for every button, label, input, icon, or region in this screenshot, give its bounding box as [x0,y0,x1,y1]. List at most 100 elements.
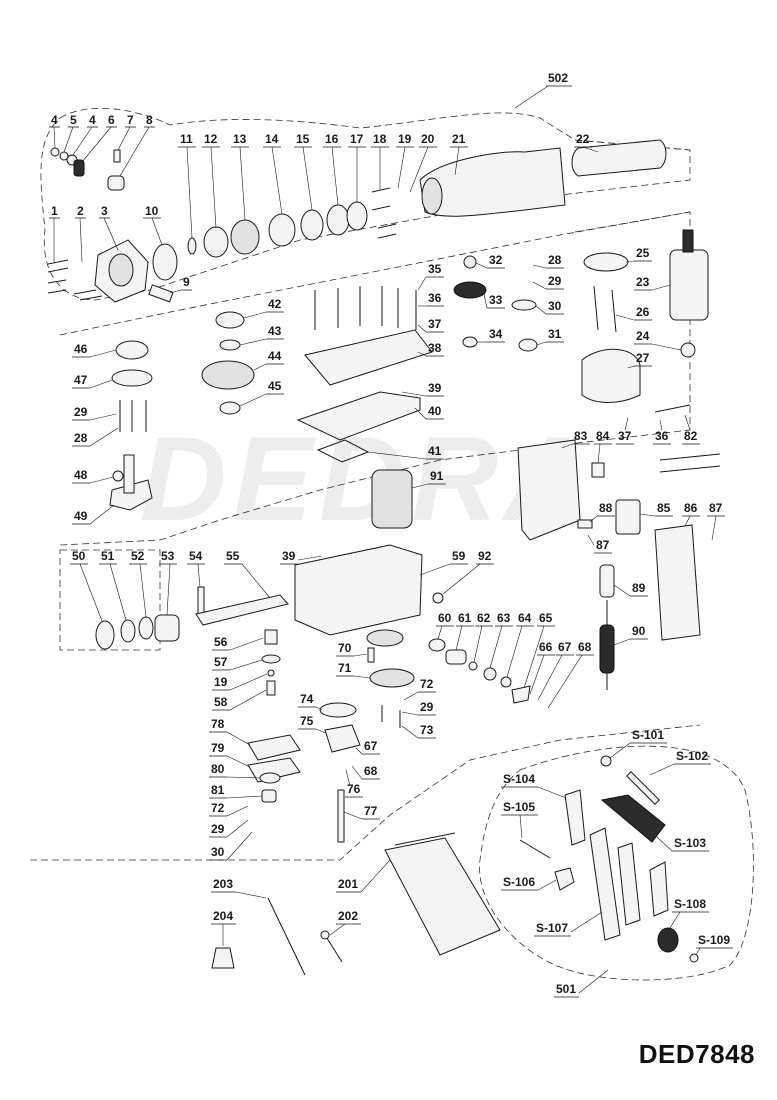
label-88: 88 [589,501,615,523]
clamp-part-75 [324,724,361,753]
svg-text:78: 78 [211,717,225,731]
svg-text:31: 31 [548,327,562,341]
svg-text:10: 10 [145,204,159,218]
svg-text:87: 87 [596,538,610,552]
label-37a: 37 [417,317,444,333]
label-77: 77 [343,804,380,820]
svg-text:28: 28 [74,431,88,445]
screws-part-28 [119,400,147,432]
svg-text:7: 7 [127,113,134,127]
label-29c: 29 [401,700,436,716]
plate-part-78 [247,734,301,761]
svg-text:S-109: S-109 [698,933,730,947]
nut-part-S109 [689,953,699,963]
pin-part-77 [337,789,345,843]
svg-text:55: 55 [226,549,240,563]
svg-text:65: 65 [539,611,553,625]
label-S109: S-109 [695,933,733,956]
svg-text:3: 3 [101,204,108,218]
svg-text:204: 204 [213,909,233,923]
grease-part-204 [211,947,235,969]
pin-part-7 [113,149,121,163]
label-1: 1 [49,204,60,262]
svg-text:13: 13 [233,132,247,146]
svg-text:64: 64 [518,611,532,625]
label-50: 50 [70,549,103,622]
svg-text:36: 36 [655,429,669,443]
label-14: 14 [263,132,283,215]
label-86: 86 [682,501,700,527]
bushing-part-81 [261,789,277,803]
svg-text:37: 37 [618,429,632,443]
part-65 [511,685,531,704]
screw-part-26a [593,285,599,331]
label-202: 202 [329,909,361,936]
label-84: 84 [594,429,612,464]
svg-text:22: 22 [576,132,590,146]
handle-half-part-86 [654,524,701,641]
svg-text:16: 16 [325,132,339,146]
svg-text:502: 502 [548,71,568,85]
label-59: 59 [419,549,468,576]
cable-sleeve-part-89 [599,564,615,598]
svg-text:52: 52 [131,549,145,563]
bearing-part-31 [518,338,538,352]
svg-text:1: 1 [51,204,58,218]
label-19a: 19 [396,132,414,189]
label-67a: 67 [537,640,574,701]
gear-part-33 [453,281,487,299]
cover-part-38 [304,329,433,386]
label-6: 6 [81,113,117,163]
svg-text:66: 66 [539,640,553,654]
svg-text:90: 90 [632,624,646,638]
svg-text:32: 32 [489,253,503,267]
label-90: 90 [613,624,648,646]
label-28b: 28 [72,427,119,447]
clamp-part-88 [577,519,593,529]
label-16: 16 [323,132,341,206]
capacitor-part-84 [591,462,605,478]
key-head [320,930,330,940]
switch-part-85 [615,499,641,535]
arm-part-S107b [617,842,641,926]
bolt-part-S105 [519,839,551,859]
svg-text:27: 27 [636,351,650,365]
label-S108: S-108 [669,897,709,929]
label-60: 60 [436,611,454,640]
svg-text:34: 34 [489,327,503,341]
label-31: 31 [536,327,564,346]
label-63: 63 [489,611,513,669]
plug-part-92 [432,592,444,604]
svg-text:83: 83 [574,429,588,443]
label-68a: 68 [547,640,594,709]
svg-text:S-102: S-102 [676,749,708,763]
svg-text:89: 89 [632,581,646,595]
screws-part-35 [314,286,417,330]
label-32: 32 [475,253,505,269]
label-55: 55 [224,549,271,599]
label-12: 12 [202,132,220,229]
label-28a: 28 [532,253,564,269]
label-39b: 39 [280,549,323,565]
ring-part-60 [428,638,446,652]
svg-text:29: 29 [420,700,434,714]
label-201: 201 [336,859,391,893]
svg-text:57: 57 [214,655,228,669]
svg-text:63: 63 [497,611,511,625]
label-81: 81 [209,783,263,799]
screw-part-70 [367,647,375,663]
svg-text:26: 26 [636,305,650,319]
svg-text:17: 17 [350,132,364,146]
bushing-part-12 [203,226,229,258]
housing-part-21 [419,147,566,217]
label-25: 25 [625,246,652,263]
screws-part-82 [654,404,721,473]
part-64 [500,676,512,688]
svg-text:73: 73 [420,723,434,737]
svg-text:S-107: S-107 [536,921,568,935]
bearing-part-34 [462,336,478,348]
svg-text:6: 6 [108,113,115,127]
label-70: 70 [336,641,368,657]
case-part-201 [384,837,501,956]
svg-text:38: 38 [428,341,442,355]
